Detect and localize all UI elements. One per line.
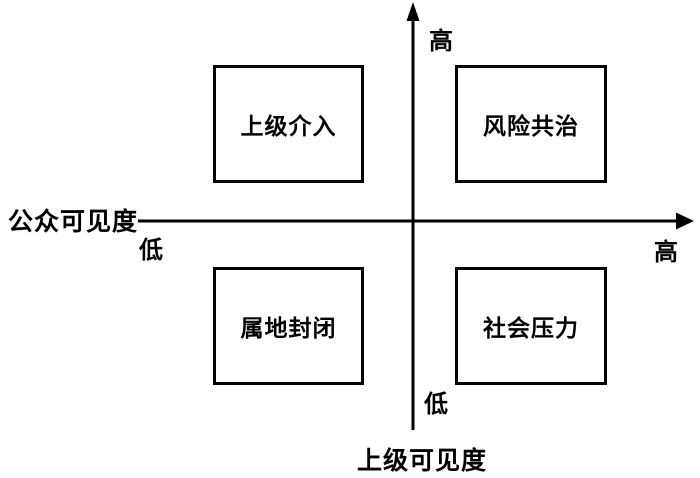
quadrant-label-bottom-left: 属地封闭 <box>240 315 337 341</box>
quadrant-box-bottom-left: 属地封闭 <box>213 267 364 385</box>
quadrant-label-top-left: 上级介入 <box>240 113 337 139</box>
quadrant-box-bottom-right: 社会压力 <box>455 267 607 385</box>
x-axis-arrowhead-icon <box>676 212 694 230</box>
x-axis-high-label: 高 <box>654 239 678 266</box>
y-axis-arrowhead-icon <box>406 2 420 21</box>
y-axis-title: 上级可见度 <box>357 447 488 475</box>
x-axis-title: 公众可见度 <box>8 208 139 236</box>
quadrant-label-bottom-right: 社会压力 <box>483 315 579 341</box>
quadrant-box-top-left: 上级介入 <box>213 65 364 183</box>
y-axis-high-label: 高 <box>429 28 453 55</box>
quadrant-label-top-right: 风险共治 <box>483 113 579 139</box>
y-axis-low-label: 低 <box>424 391 448 418</box>
quadrant-box-top-right: 风险共治 <box>455 65 607 183</box>
x-axis-low-label: 低 <box>139 237 163 264</box>
